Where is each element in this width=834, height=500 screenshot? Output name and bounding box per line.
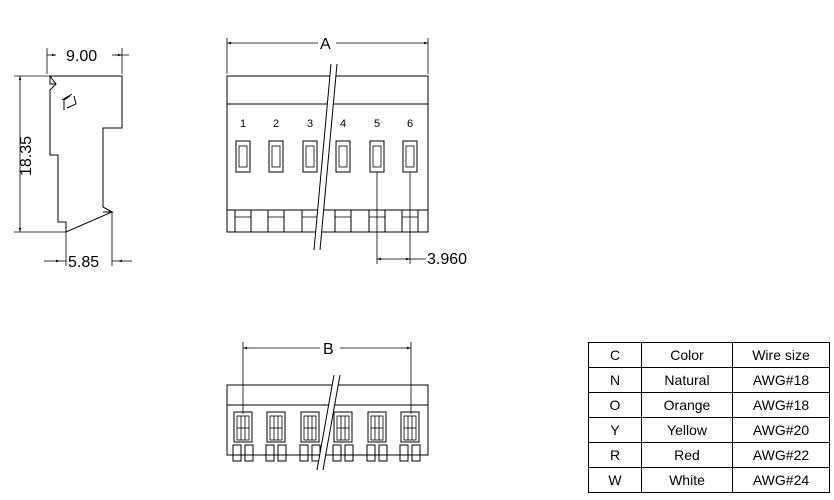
cell-wire-size: AWG#22 bbox=[732, 442, 830, 468]
cell-color: Red bbox=[641, 442, 733, 468]
cell-wire-size: AWG#18 bbox=[732, 367, 830, 393]
break-line bbox=[316, 374, 341, 471]
pin-number-label: 4 bbox=[340, 118, 346, 130]
header-color: Color bbox=[641, 342, 733, 368]
terminal-cavity bbox=[232, 411, 254, 462]
cell-code: Y bbox=[588, 417, 642, 443]
cell-code: O bbox=[588, 392, 642, 418]
dimension-label-b: B bbox=[323, 341, 334, 358]
terminal-window bbox=[369, 140, 385, 173]
terminal-cavity bbox=[366, 411, 388, 462]
cell-wire-size: AWG#24 bbox=[732, 467, 830, 493]
terminal-cavity bbox=[299, 411, 321, 462]
dimension-label-a: A bbox=[320, 36, 331, 53]
break-line bbox=[313, 63, 338, 251]
dimension-width-top: 9.00 bbox=[66, 48, 97, 65]
terminal-window bbox=[268, 140, 284, 173]
table-row: N Natural AWG#18 bbox=[588, 367, 830, 393]
terminal-window bbox=[335, 140, 351, 173]
bottom-slot bbox=[267, 209, 285, 233]
header-code: C bbox=[588, 342, 642, 368]
side-view: 9.00 18.35 5.85 bbox=[14, 48, 132, 271]
table-row: Y Yellow AWG#20 bbox=[588, 417, 830, 443]
cell-code: N bbox=[588, 367, 642, 393]
wire-spec-table: C Color Wire size N Natural AWG#18 O Ora… bbox=[588, 342, 830, 493]
pin-number-label: 1 bbox=[240, 118, 246, 130]
cell-color: Yellow bbox=[641, 417, 733, 443]
bottom-view: B bbox=[226, 341, 429, 471]
table-row: R Red AWG#22 bbox=[588, 442, 830, 468]
cell-color: Orange bbox=[641, 392, 733, 418]
terminal-window bbox=[402, 140, 418, 173]
terminal-window bbox=[235, 140, 251, 173]
terminal-window bbox=[302, 140, 318, 173]
cell-color: White bbox=[641, 467, 733, 493]
table-header-row: C Color Wire size bbox=[588, 342, 830, 368]
bottom-slot bbox=[234, 209, 252, 233]
header-wire-size: Wire size bbox=[732, 342, 830, 368]
pin-number-label: 5 bbox=[374, 118, 380, 130]
terminal-cavity bbox=[399, 411, 421, 462]
cell-color: Natural bbox=[641, 367, 733, 393]
terminal-cavity bbox=[332, 411, 354, 462]
cell-wire-size: AWG#20 bbox=[732, 417, 830, 443]
table-row: W White AWG#24 bbox=[588, 467, 830, 493]
cell-code: R bbox=[588, 442, 642, 468]
dimension-height-side: 18.35 bbox=[18, 136, 35, 176]
table-row: O Orange AWG#18 bbox=[588, 392, 830, 418]
cell-code: W bbox=[588, 467, 642, 493]
front-view: A 1 2 3 4 5 6 3.960 bbox=[226, 36, 467, 268]
terminal-cavity bbox=[265, 411, 287, 462]
dimension-pitch: 3.960 bbox=[427, 251, 467, 268]
pin-number-label: 2 bbox=[273, 118, 279, 130]
bottom-slot bbox=[334, 209, 352, 233]
polarity-symbol-icon bbox=[61, 93, 77, 110]
cell-wire-size: AWG#18 bbox=[732, 392, 830, 418]
dimension-width-bottom: 5.85 bbox=[68, 254, 99, 271]
pin-number-label: 6 bbox=[407, 118, 413, 130]
pin-number-label: 3 bbox=[307, 118, 313, 130]
